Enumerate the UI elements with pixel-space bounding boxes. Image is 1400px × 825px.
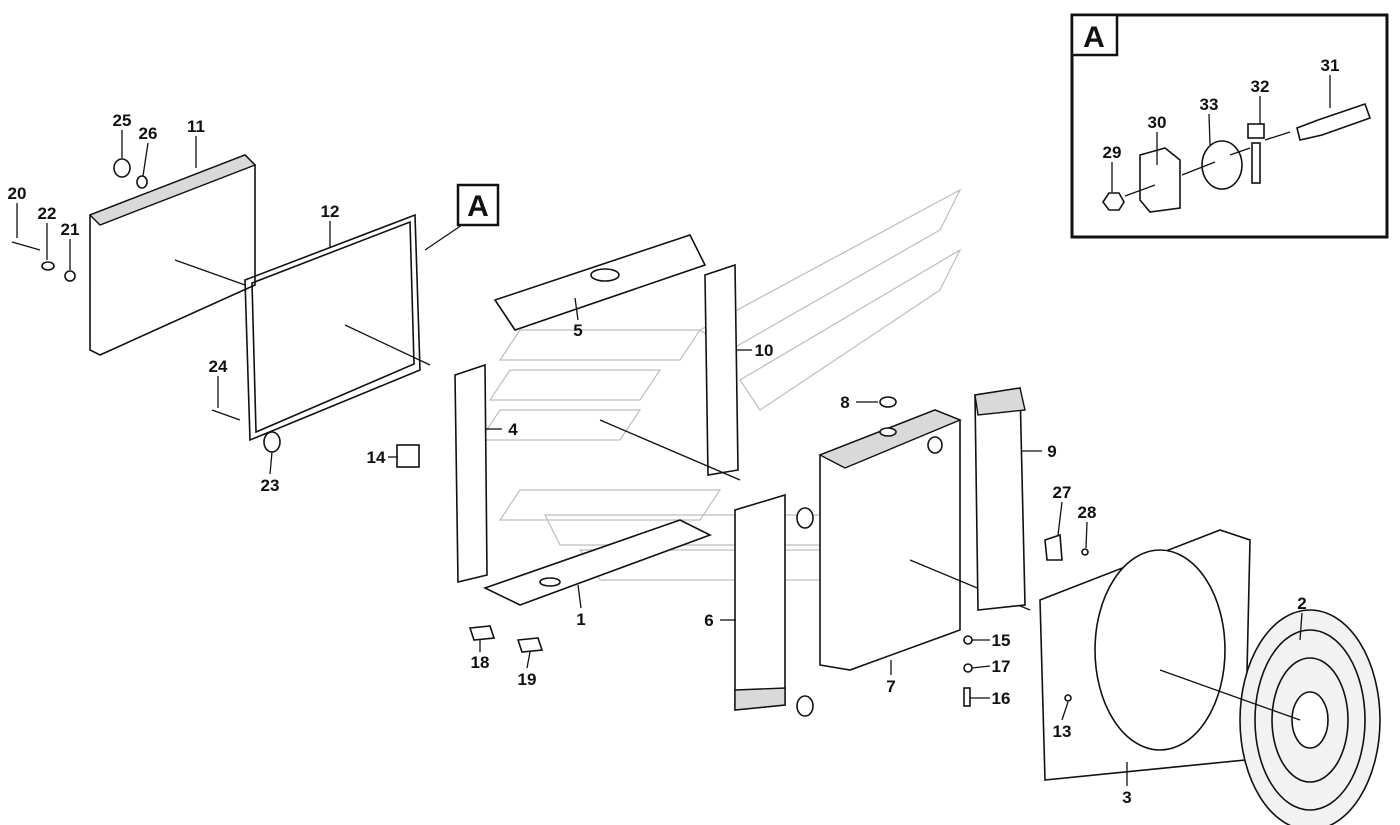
callout-25: 25 (113, 111, 132, 130)
callout-26: 26 (139, 124, 158, 143)
inset-title: A (1083, 21, 1105, 54)
callout-29: 29 (1103, 143, 1122, 162)
callout-17: 17 (992, 657, 1011, 676)
callout-10: 10 (755, 341, 774, 360)
part-32-pin[interactable] (1251, 142, 1261, 184)
callout-11: 11 (187, 117, 205, 136)
part-11-cooler[interactable] (88, 154, 257, 356)
part-5-top-bracket[interactable] (493, 234, 707, 331)
callout-32: 32 (1251, 77, 1270, 96)
callout-15: 15 (992, 631, 1011, 650)
part-30-block[interactable] (1139, 147, 1181, 213)
callout-18: 18 (471, 653, 490, 672)
callout-14: 14 (367, 448, 386, 467)
callout-19: 19 (518, 670, 537, 689)
part-4-side-panel[interactable] (454, 363, 741, 584)
part-14-plate[interactable] (396, 444, 420, 468)
svg-text:A: A (467, 190, 489, 223)
callout-16: 16 (992, 689, 1011, 708)
part-callouts: 25 26 11 20 22 21 12 5 10 24 4 14 23 8 9… (8, 111, 1307, 807)
callout-21: 21 (61, 220, 80, 239)
callout-2: 2 (1297, 594, 1306, 613)
callout-22: 22 (38, 204, 57, 223)
callout-27: 27 (1053, 483, 1072, 502)
part-2-fan-guard[interactable] (1159, 609, 1381, 825)
callout-24: 24 (209, 357, 228, 376)
callout-6: 6 (704, 611, 713, 630)
leader-lines (16, 130, 1303, 786)
callout-20: 20 (8, 184, 27, 203)
callout-4: 4 (508, 420, 518, 439)
part-27-bracket[interactable] (1044, 533, 1063, 561)
part-32-pin-head (1247, 123, 1265, 139)
part-12-frame[interactable] (244, 213, 431, 442)
part-7-radiator[interactable] (818, 409, 1031, 671)
part-19-pad[interactable] (516, 637, 544, 653)
part-9-oil-cooler[interactable] (974, 387, 1026, 611)
callout-12: 12 (321, 202, 340, 221)
part-33-clip[interactable] (1201, 140, 1243, 190)
part-29-nut[interactable] (1102, 192, 1125, 211)
callout-23: 23 (261, 476, 280, 495)
callout-1: 1 (576, 610, 585, 629)
part-3-fan-shroud[interactable] (1039, 529, 1251, 781)
callout-28: 28 (1078, 503, 1097, 522)
part-10-side-panel[interactable] (704, 263, 739, 476)
callout-9: 9 (1047, 442, 1056, 461)
part-18-pad[interactable] (468, 625, 496, 641)
detail-a-inset: A 29 30 33 32 31 (1070, 13, 1389, 239)
fasteners (11, 158, 1089, 707)
callout-8: 8 (840, 393, 849, 412)
callout-3: 3 (1122, 788, 1131, 807)
callout-5: 5 (573, 321, 582, 340)
part-31-shaft[interactable] (1296, 102, 1372, 141)
callout-13: 13 (1053, 722, 1072, 741)
callout-33: 33 (1200, 95, 1219, 114)
callout-31: 31 (1321, 56, 1340, 75)
part-1-bottom-bracket[interactable] (482, 519, 713, 606)
callout-7: 7 (886, 677, 895, 696)
callout-30: 30 (1148, 113, 1167, 132)
detail-a-marker[interactable]: A (456, 183, 500, 227)
part-6-charge-air-cooler[interactable] (734, 493, 814, 717)
part-8-cap[interactable] (879, 396, 897, 408)
